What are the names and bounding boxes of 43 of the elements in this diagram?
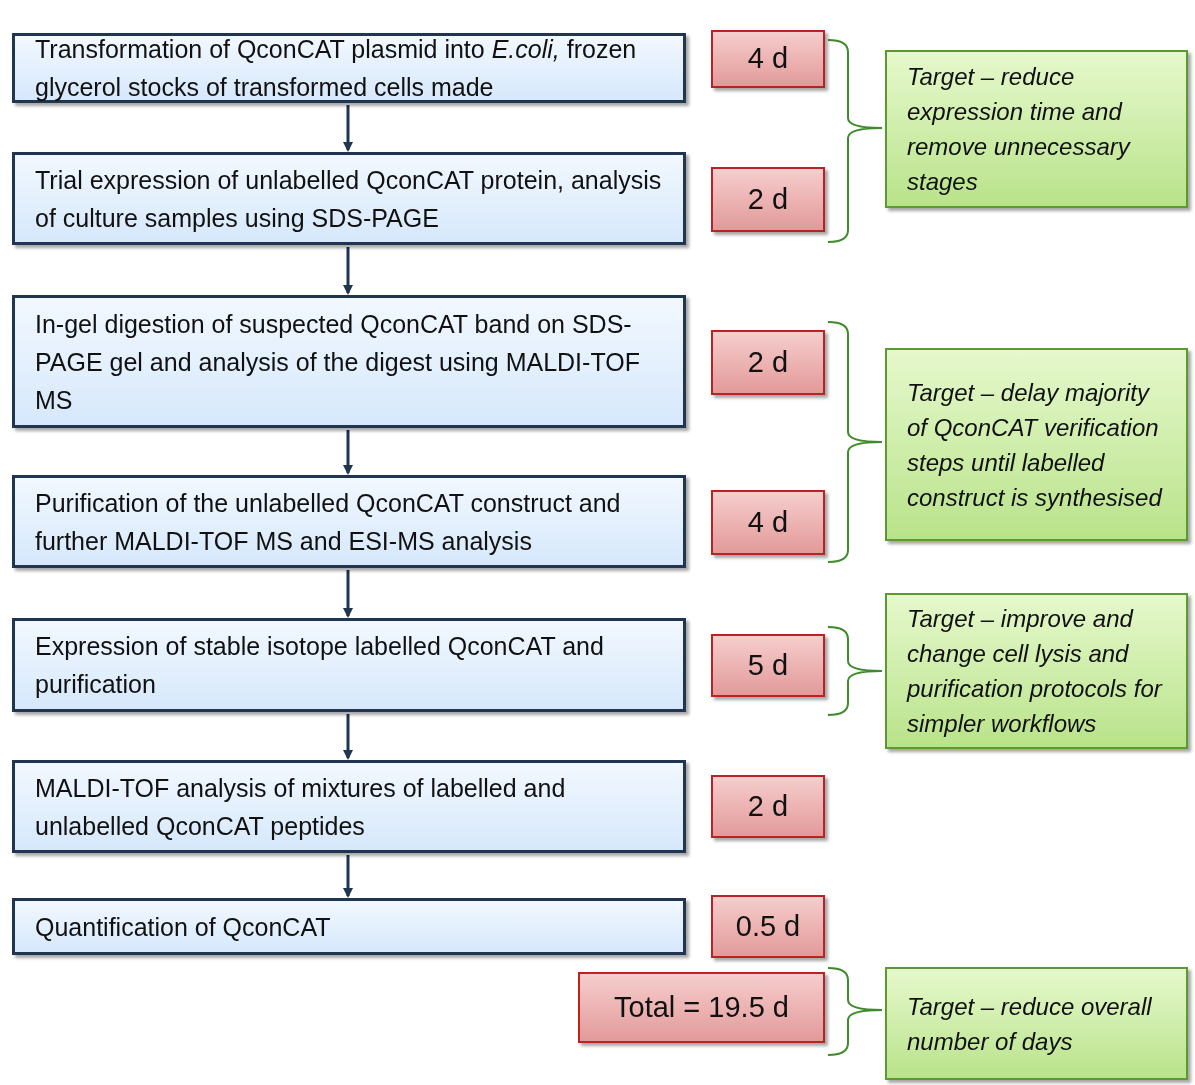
process-box	[12, 475, 686, 568]
arrow	[343, 570, 353, 618]
node-text: Expression of stable isotope labelled QconCAT and purification	[35, 631, 605, 700]
duration-box	[578, 972, 825, 1043]
node-text: MALDI-TOF analysis of mixtures of labelled and unlabelled QconCAT peptides	[35, 772, 567, 842]
duration-box	[711, 30, 825, 88]
arrow	[343, 855, 353, 898]
process-box	[12, 618, 686, 712]
target-note-box	[885, 50, 1188, 208]
duration-box	[711, 895, 825, 958]
node-text: Quantification of QconCAT	[35, 911, 331, 943]
process-box	[12, 898, 686, 955]
node-text: Purification of the unlabelled QconCAT construct and further MALDI-TOF MS and ESI-MS analysis	[35, 487, 622, 557]
duration-box	[711, 330, 825, 395]
arrow	[343, 105, 353, 152]
target-note-box	[885, 348, 1188, 541]
duration-box	[711, 775, 825, 838]
duration-box	[711, 634, 825, 697]
process-box	[12, 152, 686, 245]
process-box	[12, 295, 686, 428]
node-text: Transformation of QconCAT plasmid into E.coli, frozen glycerol stocks of transformed cells made	[35, 34, 638, 103]
target-note-box	[885, 593, 1188, 749]
target-note-box	[885, 967, 1188, 1080]
node-text: Target – delay majority of QconCAT verification steps until labelled construct is synthesised	[907, 377, 1164, 513]
node-text: 5 d	[747, 647, 789, 683]
arrow	[343, 430, 353, 475]
node-text: Target – reduce overall number of days	[907, 991, 1153, 1057]
node-text: 0.5 d	[735, 908, 801, 944]
arrow	[343, 247, 353, 295]
process-box	[12, 760, 686, 853]
node-text: 2 d	[747, 788, 789, 824]
duration-box	[711, 167, 825, 232]
node-text: Trial expression of unlabelled QconCAT protein, analysis of culture samples using SDS-PAGE	[35, 164, 663, 234]
node-text: Total = 19.5 d	[614, 989, 789, 1025]
node-text: 2 d	[747, 344, 789, 380]
node-text: 2 d	[747, 181, 789, 217]
node-text: 4 d	[747, 41, 789, 77]
node-text: 4 d	[747, 504, 789, 540]
duration-box	[711, 490, 825, 555]
node-text: Target – reduce expression time and remove unnecessary stages	[907, 62, 1132, 197]
arrow	[343, 714, 353, 760]
node-text: Target – improve and change cell lysis and purification protocols for simpler workflows	[907, 604, 1164, 739]
node-text: In-gel digestion of suspected QconCAT band on SDS-PAGE gel and analysis of the digest using MALDI-TOF MS	[35, 308, 641, 416]
